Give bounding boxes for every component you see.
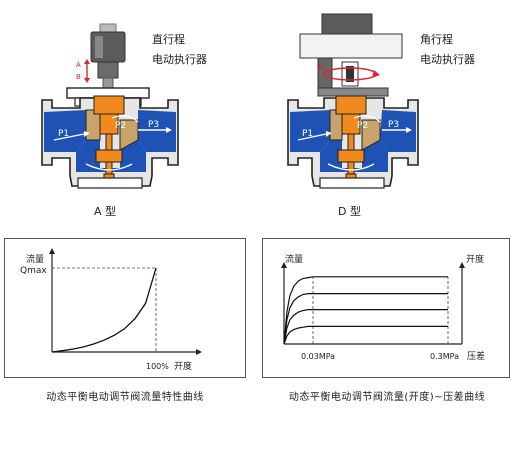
chart-right-opening-axis-arrow bbox=[459, 262, 465, 268]
pressure-difference-chart-frame bbox=[262, 238, 510, 378]
chart-left-x-axis-arrow bbox=[196, 349, 202, 355]
chart-right-series-line-1 bbox=[283, 293, 448, 345]
chart-left-xmax-label: 100% bbox=[146, 362, 169, 371]
chart-right-ylabel: 流量 bbox=[285, 253, 303, 265]
valve-a-model-label: A 型 bbox=[94, 205, 117, 218]
valve-d-p3: P3 bbox=[388, 120, 399, 130]
valve-a-actuator-label: 直行程 电动执行器 bbox=[152, 32, 207, 67]
valve-d-rotation-label: R bbox=[318, 63, 324, 72]
valve-a-p3: P3 bbox=[148, 120, 159, 130]
valve-a-p1: P1 bbox=[58, 129, 69, 139]
chart-right-series-line-0 bbox=[283, 276, 448, 345]
chart-left-y-axis-arrow bbox=[49, 248, 55, 254]
flow-characteristic-chart-frame bbox=[4, 238, 246, 378]
valve-body bbox=[41, 95, 179, 189]
chart-right-caption: 动态平衡电动调节阀流量(开度)~压差曲线 bbox=[288, 392, 486, 403]
chart-right-right-axis-label: 开度 bbox=[466, 253, 484, 265]
rotation-arrow bbox=[323, 67, 380, 81]
rotary-actuator bbox=[299, 13, 403, 97]
valve-d-actuator-line1: 角行程 bbox=[420, 33, 453, 46]
valve-d-p1: P1 bbox=[302, 129, 313, 139]
chart-left-series-line-0 bbox=[51, 267, 157, 353]
valve-body bbox=[287, 95, 419, 189]
valve-d-p2: P2 bbox=[357, 121, 368, 131]
chart-left-caption: 动态平衡电动调节阀流量特性曲线 bbox=[46, 392, 204, 403]
chart-right-axes bbox=[281, 262, 465, 345]
valve-a-stroke-down: B bbox=[76, 73, 81, 81]
valve-a-p2: P2 bbox=[115, 121, 126, 131]
valve-d-model-label: D 型 bbox=[338, 205, 361, 218]
valve-a-actuator-line2: 电动执行器 bbox=[152, 53, 207, 66]
valve-a-stroke-up: A bbox=[76, 61, 81, 69]
valve-d-actuator-line2: 电动执行器 bbox=[420, 53, 475, 66]
valve-a-actuator-line1: 直行程 bbox=[152, 33, 185, 46]
chart-left-series bbox=[51, 267, 157, 353]
chart-right-series-line-2 bbox=[283, 309, 448, 345]
chart-right-x1-label: 0.03MPa bbox=[301, 352, 335, 361]
linear-actuator bbox=[90, 23, 126, 91]
valve-d-actuator-label: 角行程 电动执行器 bbox=[420, 32, 475, 67]
chart-right-x2-label: 0.3MPa bbox=[430, 352, 459, 361]
chart-right-series-line-3 bbox=[283, 325, 448, 345]
chart-left-ylabel: 流量 bbox=[26, 253, 44, 265]
chart-right-series bbox=[283, 276, 448, 345]
chart-left-axes bbox=[49, 248, 202, 355]
chart-left-ymax-label: Qmax bbox=[20, 266, 47, 276]
chart-right-y-axis-arrow bbox=[281, 262, 287, 268]
stroke-arrow bbox=[84, 59, 90, 83]
chart-left-xlabel: 开度 bbox=[174, 360, 192, 372]
chart-right-xlabel: 压差 bbox=[467, 350, 485, 362]
